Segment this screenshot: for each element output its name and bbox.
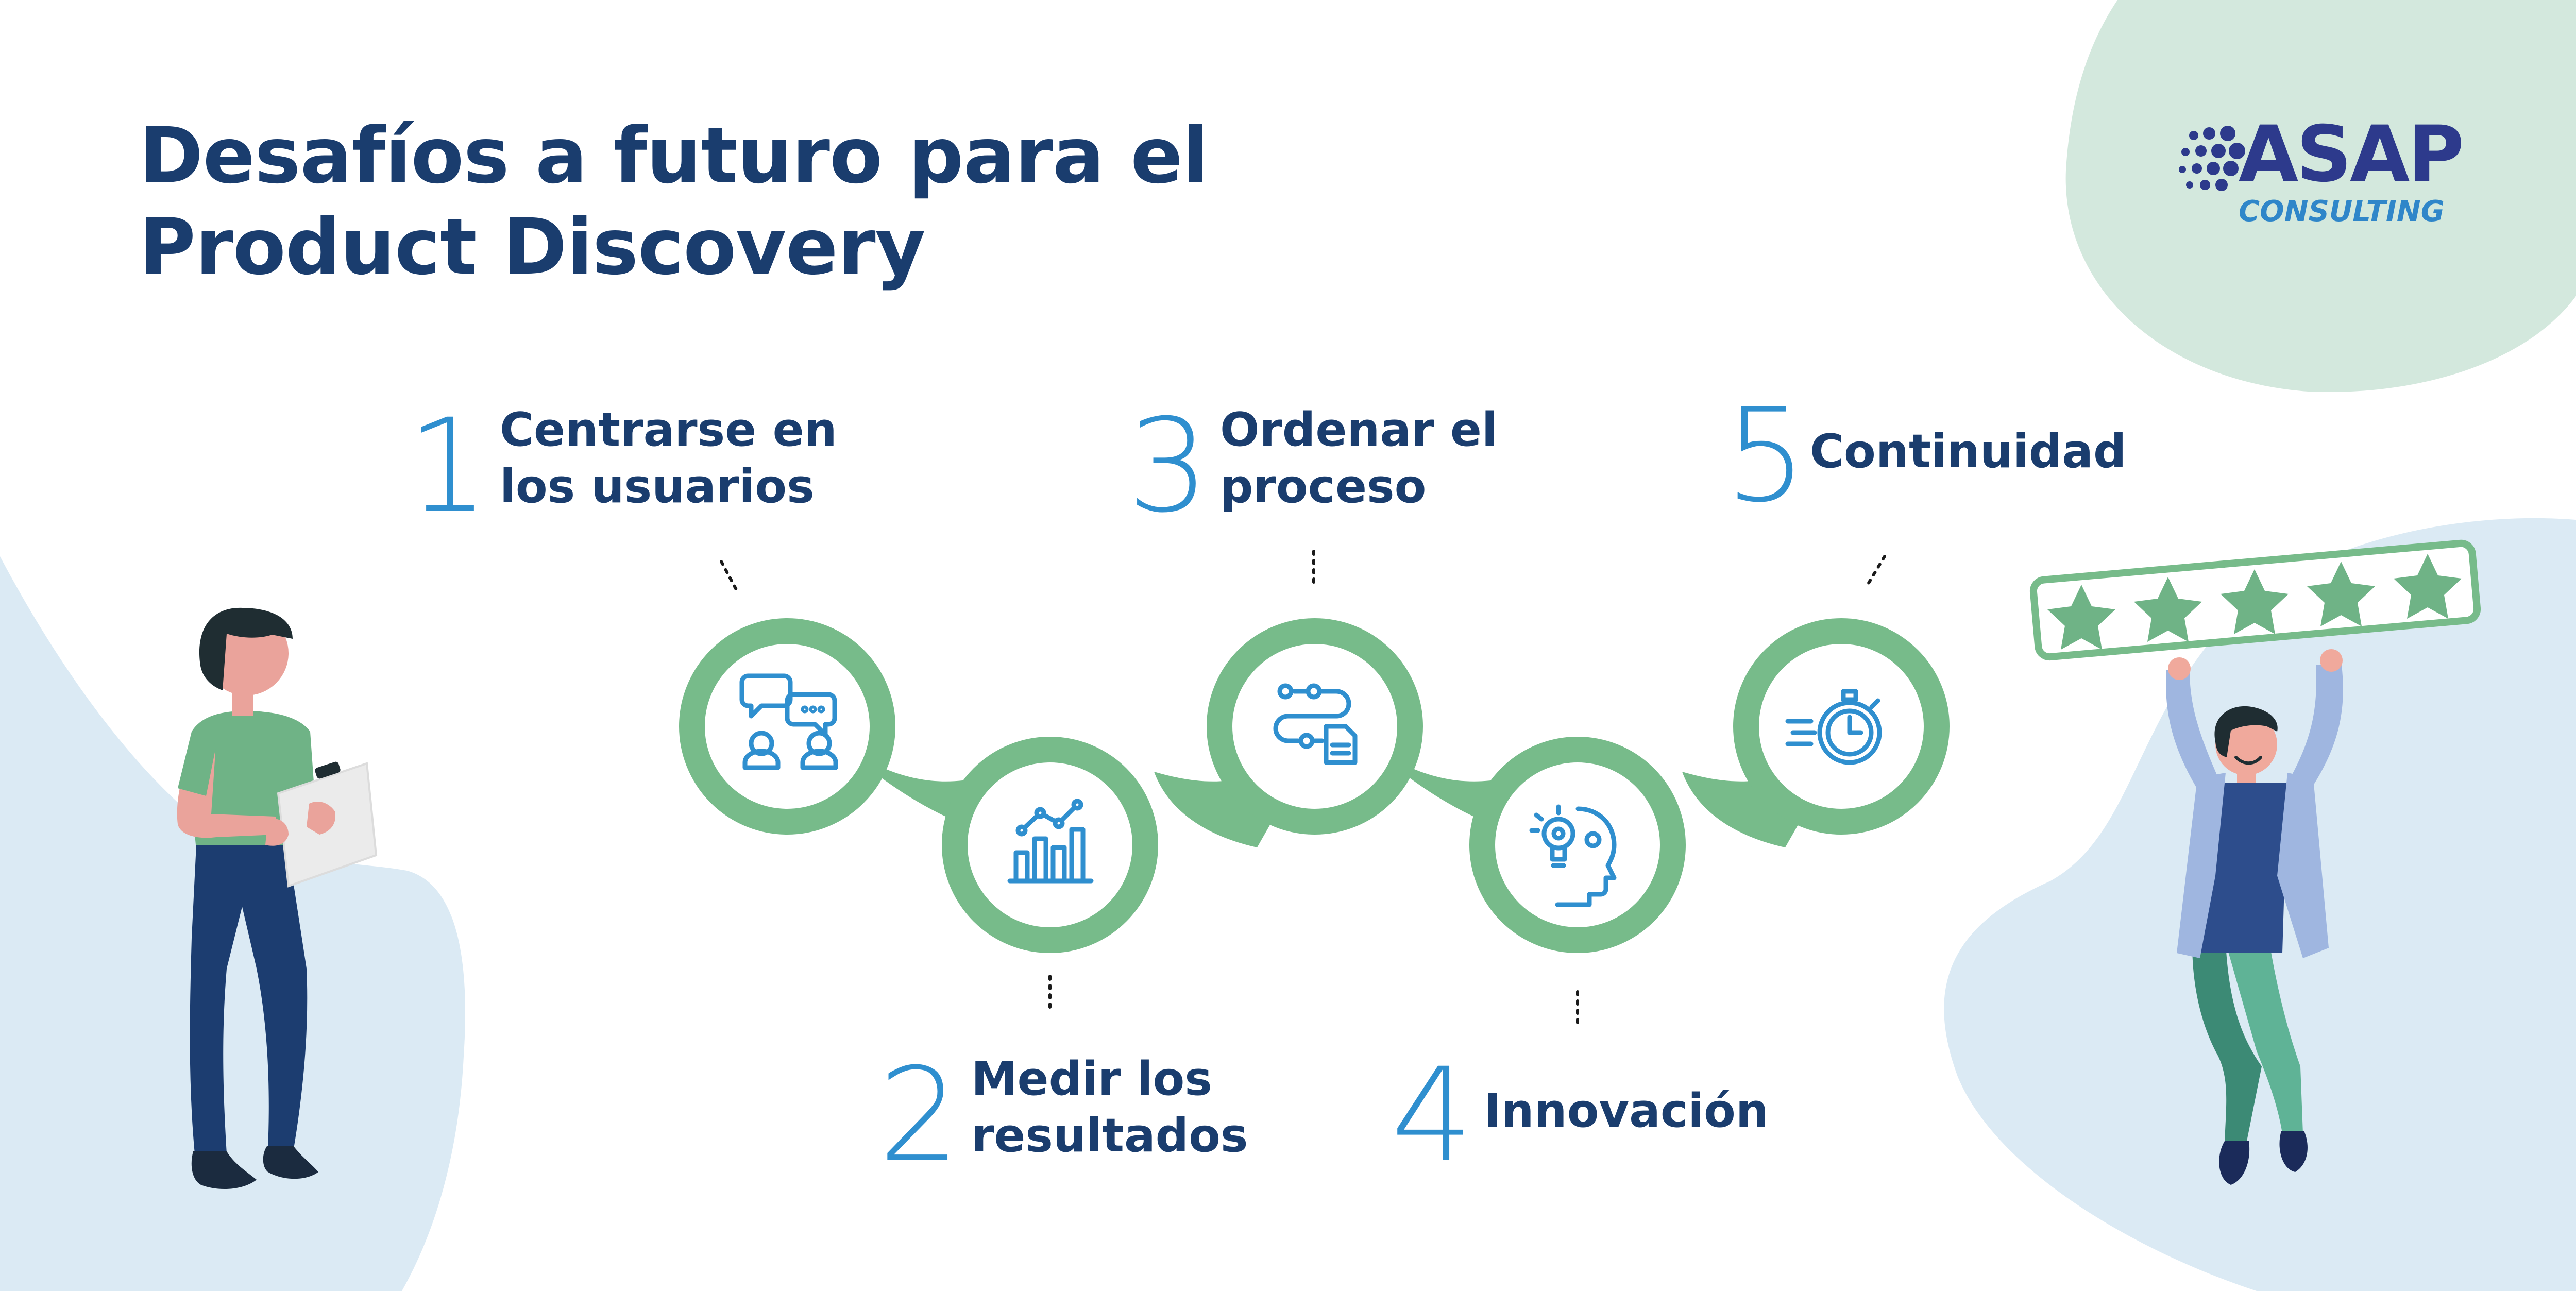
logo-wordmark: ASAP — [2239, 110, 2464, 199]
step-label: Centrarse en los usuarios — [500, 402, 837, 515]
stopwatch-icon — [1785, 689, 1882, 765]
step-label-line-2: resultados — [971, 1108, 1248, 1163]
step-number: 3 — [1127, 391, 1210, 541]
page-title-line-2: Product Discovery — [139, 202, 925, 292]
rating-stars — [2047, 554, 2462, 650]
users-chat-icon — [739, 673, 838, 770]
bar-chart-icon — [1007, 799, 1094, 884]
logo-subtitle: CONSULTING — [2239, 195, 2445, 228]
step-label-line-1: Innovación — [1484, 1084, 1769, 1138]
step-label: Ordenar el proceso — [1220, 402, 1498, 515]
step-number: 4 — [1391, 1040, 1473, 1190]
star-1 — [2047, 585, 2115, 650]
step-number: 5 — [1725, 381, 1807, 531]
step-label: Medir los resultados — [971, 1051, 1248, 1164]
step-label-line-1: Centrarse en — [500, 403, 837, 457]
ring-5 — [1733, 618, 1950, 835]
asap-consulting-logo: ASAP CONSULTING — [2179, 116, 2488, 240]
top-right-green-blob — [2065, 0, 2576, 392]
leader-5 — [1866, 555, 1886, 586]
logo-dots-icon — [2179, 126, 2245, 191]
step-label-line-2: proceso — [1220, 459, 1427, 514]
step-number: 1 — [407, 391, 489, 541]
innovation-head-icon — [1529, 804, 1617, 907]
ring-1 — [679, 618, 895, 835]
step-label: Innovación — [1484, 1083, 1769, 1140]
five-star-rating-board — [2029, 539, 2481, 661]
leader-1 — [720, 560, 739, 594]
ring-4 — [1469, 737, 1686, 953]
dotted-leaders — [720, 550, 1886, 1029]
ring-3 — [1207, 618, 1423, 835]
star-2 — [2134, 577, 2202, 642]
ring-2 — [942, 737, 1158, 953]
step-label-line-1: Ordenar el — [1220, 403, 1498, 457]
page-title: Desafíos a futuro para el Product Discov… — [139, 111, 1209, 293]
step-label-line-1: Medir los — [971, 1052, 1212, 1106]
step-label-line-1: Continuidad — [1810, 424, 2127, 479]
star-5 — [2394, 554, 2462, 619]
step-label: Continuidad — [1810, 423, 2126, 480]
page-title-line-1: Desafíos a futuro para el — [139, 111, 1209, 201]
chain-rings — [679, 618, 1950, 953]
star-3 — [2221, 569, 2289, 634]
process-flow-icon — [1273, 683, 1358, 765]
step-label-line-2: los usuarios — [500, 459, 815, 514]
star-4 — [2307, 562, 2375, 626]
step-number: 2 — [878, 1040, 961, 1190]
